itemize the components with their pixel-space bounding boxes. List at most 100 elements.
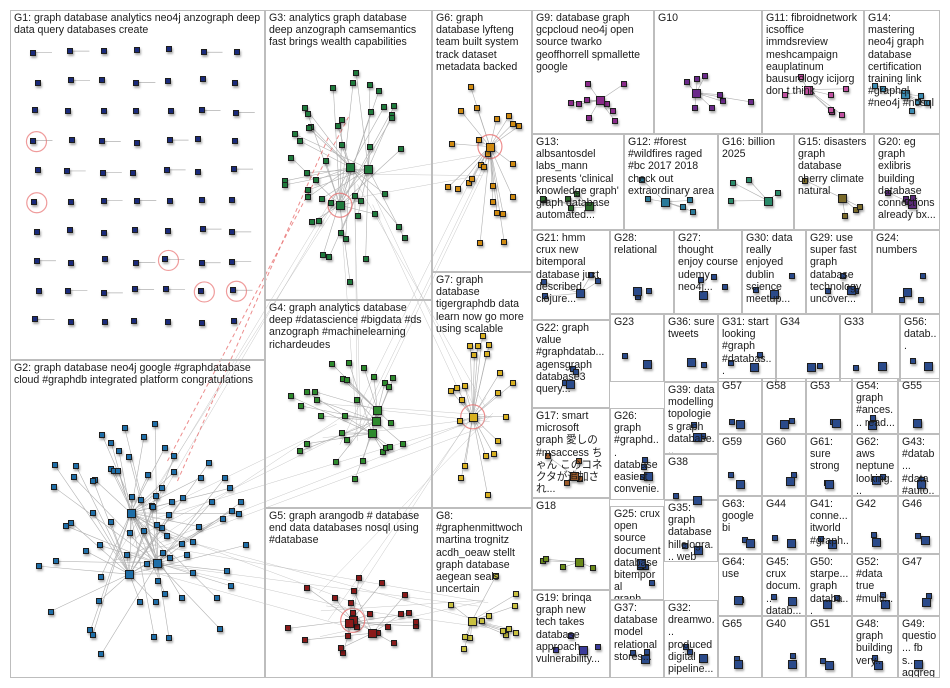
vertex-g2[interactable] [70,474,77,481]
vertex-g3[interactable] [304,111,311,118]
vertex-g1[interactable] [67,259,74,266]
vertex-g5[interactable] [355,575,362,582]
vertex-g2[interactable] [62,522,69,529]
vertex-g7[interactable] [486,341,493,348]
vertex-g3[interactable] [338,116,345,123]
vertex-g5[interactable] [285,625,292,632]
hub-vertex-g2[interactable] [126,508,136,518]
vertex-g19[interactable] [567,633,574,640]
vertex-g3[interactable] [350,80,357,87]
vertex-g5[interactable] [331,595,338,602]
vertex-g7[interactable] [482,452,489,459]
vertex-g8[interactable] [478,618,485,625]
vertex-g2[interactable] [213,595,220,602]
vertex-g25[interactable] [648,579,655,586]
vertex-g1[interactable] [100,289,107,296]
vertex-g4[interactable] [381,379,388,386]
vertex-g6[interactable] [509,120,516,127]
vertex-g2[interactable] [150,503,157,510]
vertex-g6[interactable] [469,176,476,183]
vertex-g17[interactable] [576,458,583,465]
vertex-g2[interactable] [219,515,226,522]
vertex-g2[interactable] [108,440,115,447]
vertex-g32[interactable] [683,644,690,651]
vertex-g1[interactable] [165,78,172,85]
vertex-g2[interactable] [226,485,233,492]
vertex-g1[interactable] [132,286,139,293]
vertex-g12[interactable] [645,196,652,203]
vertex-g1[interactable] [63,167,70,174]
hub-vertex-g4[interactable] [368,429,378,439]
vertex-g15[interactable] [842,212,849,219]
vertex-g29[interactable] [840,272,847,279]
vertex-g1[interactable] [32,316,39,323]
vertex-g1[interactable] [130,169,137,176]
vertex-g7[interactable] [496,370,503,377]
hub-vertex-g27[interactable] [698,291,708,301]
vertex-g7[interactable] [484,492,491,499]
vertex-g2[interactable] [227,582,234,589]
vertex-g1[interactable] [67,319,74,326]
vertex-g18[interactable] [559,564,566,571]
hub-vertex-g29[interactable] [847,285,857,295]
vertex-g16[interactable] [746,177,753,184]
vertex-g2[interactable] [152,598,159,605]
vertex-g1[interactable] [134,139,141,146]
vertex-g1[interactable] [166,46,173,53]
hub-vertex-g4[interactable] [373,406,383,416]
hub-vertex-g57[interactable] [736,419,746,429]
vertex-g3[interactable] [304,169,311,176]
hub-vertex-g65[interactable] [733,659,743,669]
vertex-g46[interactable] [915,532,922,539]
vertex-g6[interactable] [509,161,516,168]
hub-vertex-g35[interactable] [693,545,703,555]
vertex-g1[interactable] [101,107,108,114]
vertex-g47[interactable] [925,592,932,599]
vertex-g6[interactable] [448,140,455,147]
vertex-g2[interactable] [159,525,166,532]
vertex-g11[interactable] [797,74,804,81]
vertex-g3[interactable] [305,193,312,200]
vertex-g2[interactable] [51,462,58,468]
vertex-g1[interactable] [162,256,169,263]
vertex-g4[interactable] [329,361,336,368]
vertex-g57[interactable] [729,419,736,426]
hub-vertex-g8[interactable] [468,616,477,626]
vertex-g4[interactable] [304,440,311,447]
hub-vertex-g64[interactable] [733,596,743,606]
hub-vertex-g5[interactable] [345,618,355,628]
vertex-g12[interactable] [687,197,694,204]
vertex-g3[interactable] [322,158,329,165]
vertex-g2[interactable] [160,549,167,556]
vertex-g3[interactable] [308,218,315,225]
vertex-g7[interactable] [483,350,490,357]
vertex-g5[interactable] [397,611,404,618]
vertex-g3[interactable] [319,252,326,259]
vertex-g4[interactable] [318,413,324,419]
vertex-g2[interactable] [196,523,203,530]
vertex-g6[interactable] [445,184,452,191]
vertex-g1[interactable] [133,46,140,53]
hub-vertex-g21[interactable] [576,289,586,299]
vertex-g1[interactable] [166,137,173,144]
vertex-g44[interactable] [772,535,779,542]
vertex-g24[interactable] [920,273,927,280]
vertex-g23[interactable] [621,352,628,359]
vertex-g1[interactable] [229,197,236,204]
vertex-g2[interactable] [141,528,148,535]
vertex-g21[interactable] [587,272,594,279]
vertex-g19[interactable] [594,644,601,651]
vertex-g1[interactable] [165,228,172,235]
vertex-g14[interactable] [872,82,879,89]
hub-vertex-g11[interactable] [803,85,813,95]
vertex-g5[interactable] [390,640,397,647]
vertex-g8[interactable] [485,612,492,619]
vertex-g9[interactable] [620,81,627,88]
vertex-g3[interactable] [297,138,304,145]
vertex-g5[interactable] [337,645,344,652]
vertex-g26[interactable] [641,464,648,471]
vertex-g9[interactable] [586,114,593,121]
vertex-g5[interactable] [405,610,412,617]
vertex-g3[interactable] [353,69,360,76]
vertex-g5[interactable] [350,610,357,617]
